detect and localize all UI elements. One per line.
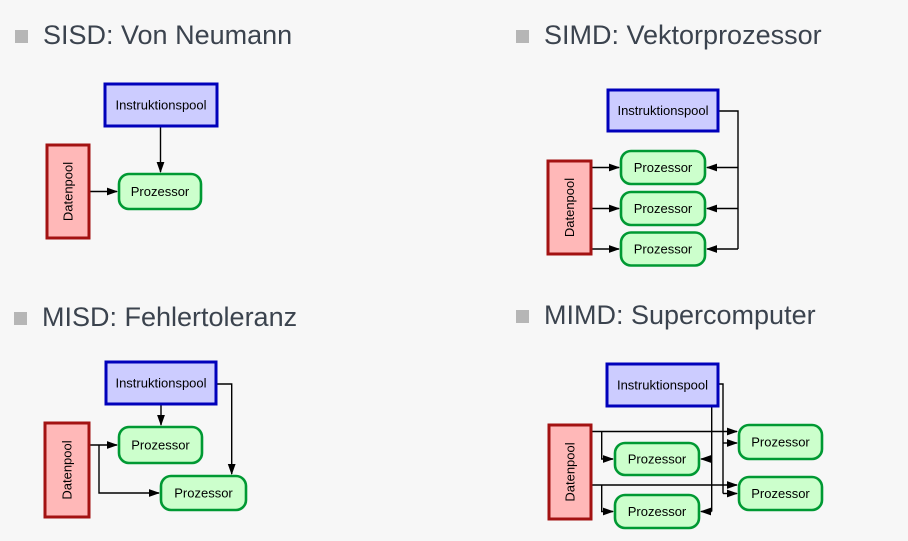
simd-processor-label-2: Prozessor xyxy=(634,201,693,216)
simd-data-pool-box xyxy=(546,159,593,256)
mimd-data-pool-box xyxy=(547,423,593,521)
mimd-processor-label-4: Prozessor xyxy=(751,486,810,501)
simd-diagram: Instruktionspool Datenpool Prozessor Pro… xyxy=(546,88,739,267)
misd-data-pool-label: Datenpool xyxy=(60,440,75,499)
section-title-misd-text: MISD: Fehlertoleranz xyxy=(42,302,298,332)
misd-processor-box-1 xyxy=(117,425,204,465)
bullet-square-icon xyxy=(516,29,529,43)
section-title-sisd-text: SISD: Von Neumann xyxy=(43,20,293,50)
mimd-instruction-bus-outer xyxy=(718,383,724,494)
misd-instruction-pool-box xyxy=(104,360,218,406)
simd-processor-label-1: Prozessor xyxy=(634,160,693,175)
mimd-processor-box-1 xyxy=(613,441,701,477)
misd-processor-label-2: Prozessor xyxy=(174,486,233,501)
sisd-processor-label: Prozessor xyxy=(131,184,190,199)
mimd-processor-label-2: Prozessor xyxy=(628,504,687,519)
mimd-data-arrow-left-1 xyxy=(601,431,614,463)
misd-data-pool-box xyxy=(43,421,91,519)
section-title-misd: MISD: Fehlertoleranz xyxy=(14,300,297,334)
simd-processor-box-2 xyxy=(619,190,707,227)
mimd-data-arrow-left-2 xyxy=(601,485,614,516)
sisd-diagram: Instruktionspool Datenpool Prozessor xyxy=(45,82,219,240)
misd-processor-box-2 xyxy=(159,474,248,512)
simd-instruction-bus xyxy=(718,110,739,249)
misd-data-arrow-2 xyxy=(98,445,160,497)
sisd-data-pool-box xyxy=(45,143,91,240)
mimd-instruction-pool-label: Instruktionspool xyxy=(617,378,708,393)
simd-instruction-pool-label: Instruktionspool xyxy=(617,103,708,118)
misd-diagram: Instruktionspool Datenpool Prozessor Pro… xyxy=(43,360,248,519)
sisd-instruction-pool-box xyxy=(103,82,219,128)
sisd-instruction-pool-label: Instruktionspool xyxy=(115,98,206,113)
section-title-sisd: SISD: Von Neumann xyxy=(15,18,292,52)
misd-instruction-arrow-2 xyxy=(216,383,236,475)
section-title-simd-text: SIMD: Vektorprozessor xyxy=(544,20,822,50)
mimd-processor-box-2 xyxy=(613,493,701,530)
section-title-mimd-text: MIMD: Supercomputer xyxy=(544,300,816,330)
simd-data-pool-label: Datenpool xyxy=(562,178,577,237)
mimd-instruction-pool-box xyxy=(605,362,720,408)
mimd-processor-box-4 xyxy=(737,475,824,512)
bullet-square-icon xyxy=(516,309,529,323)
mimd-processor-label-3: Prozessor xyxy=(751,435,810,450)
bullet-square-icon xyxy=(15,29,28,43)
section-title-mimd: MIMD: Supercomputer xyxy=(516,298,816,332)
mimd-diagram: Instruktionspool Datenpool Prozessor Pro… xyxy=(547,362,824,530)
misd-instruction-pool-label: Instruktionspool xyxy=(115,376,206,391)
sisd-data-pool-label: Datenpool xyxy=(61,162,76,221)
bullet-square-icon xyxy=(14,311,27,325)
simd-instruction-pool-box xyxy=(606,88,720,133)
sisd-processor-box xyxy=(117,172,203,211)
misd-processor-label-1: Prozessor xyxy=(131,438,190,453)
mimd-processor-box-3 xyxy=(737,423,824,461)
mimd-processor-label-1: Prozessor xyxy=(628,452,687,467)
simd-processor-label-3: Prozessor xyxy=(634,242,693,257)
mimd-data-pool-label: Datenpool xyxy=(563,442,578,501)
simd-processor-box-3 xyxy=(619,231,707,267)
section-title-simd: SIMD: Vektorprozessor xyxy=(516,18,822,52)
simd-processor-box-1 xyxy=(619,149,707,186)
